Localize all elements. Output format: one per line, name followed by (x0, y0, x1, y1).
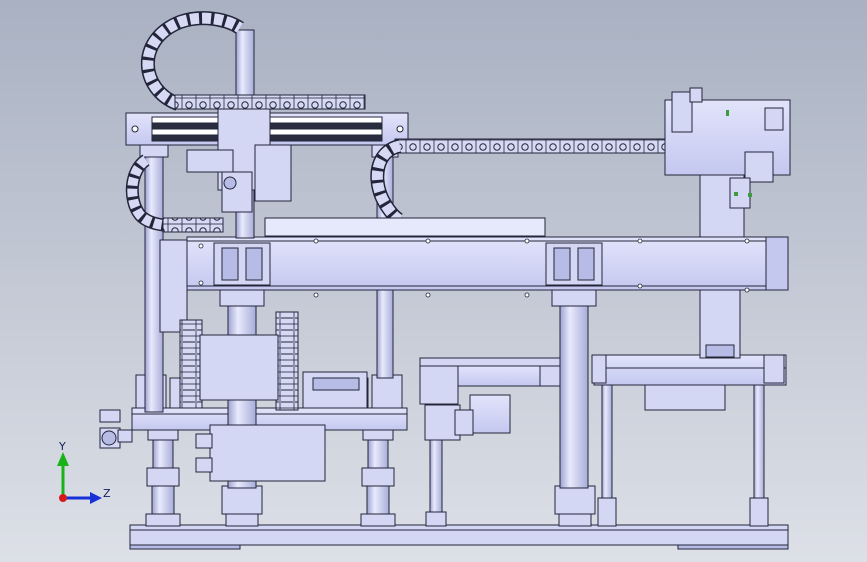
base-plate (129, 524, 789, 550)
leveling-feet (145, 427, 596, 527)
lower-left-plate (131, 374, 408, 431)
left-motor-block (195, 334, 368, 482)
right-head (664, 87, 791, 359)
main-beam (159, 236, 789, 333)
z-axis-mast (186, 29, 292, 239)
drag-chain-top (140, 11, 366, 111)
drag-chain-left (125, 154, 224, 233)
right-table (591, 354, 787, 527)
drag-chain-long (370, 138, 696, 227)
cylinder-assembly (419, 357, 561, 441)
triad-z-label: Z (103, 487, 111, 500)
pneumatic-fitting (99, 409, 133, 449)
triad-x-axis (59, 494, 67, 502)
axis-triad: Y Z (57, 440, 111, 504)
drag-chain-vertical (179, 311, 299, 411)
triad-y-label: Y (58, 440, 66, 453)
